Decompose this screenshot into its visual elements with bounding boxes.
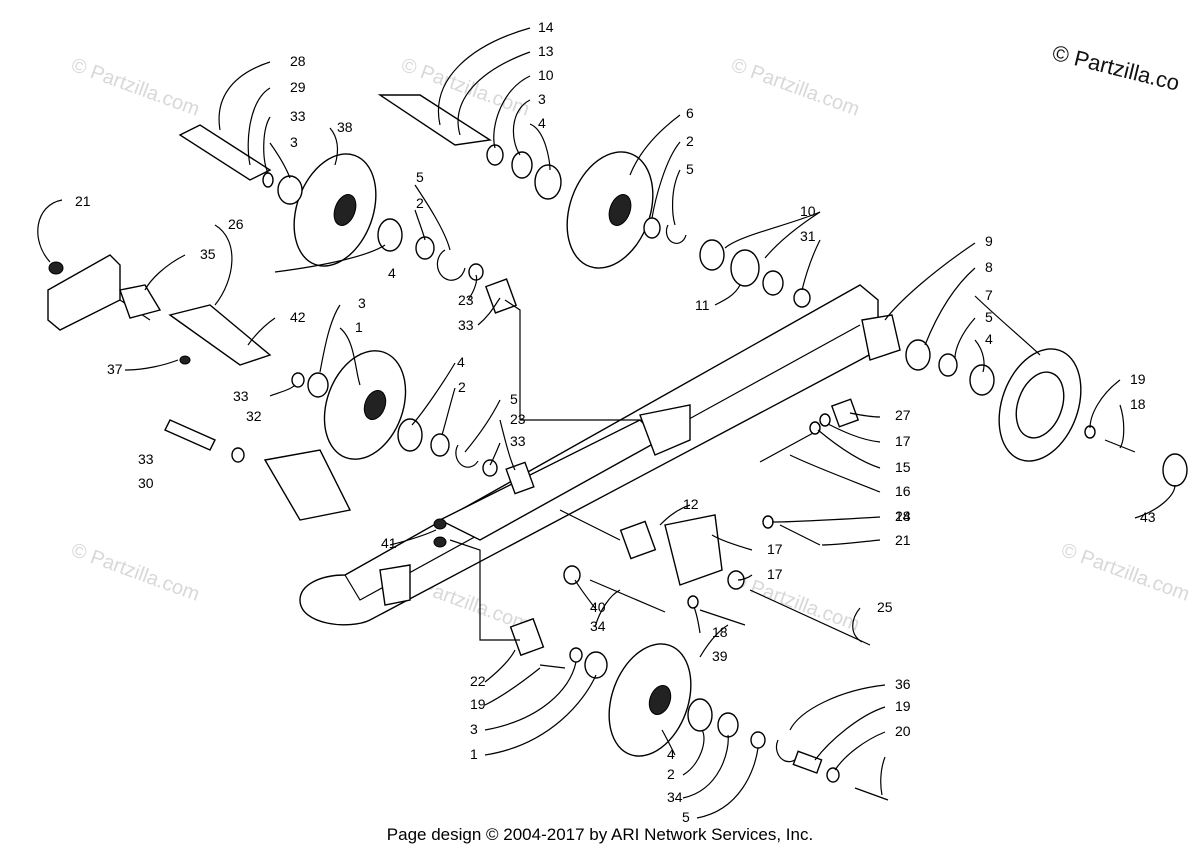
callout-14: 14 [538,19,554,35]
callout-3: 3 [290,134,298,150]
callout-34: 34 [590,618,606,634]
callout-30: 30 [138,475,154,491]
callout-17: 17 [767,541,783,557]
callout-21: 21 [75,193,91,209]
callout-4: 4 [538,115,546,131]
callout-10: 10 [800,203,816,219]
watermark-text: © Partzilla.com [1058,539,1192,606]
callout-8: 8 [985,259,993,275]
callout-4: 4 [667,746,675,762]
callout-10: 10 [538,67,554,83]
callout-29: 29 [290,79,306,95]
callout-2: 2 [686,133,694,149]
callout-11: 11 [695,297,710,313]
alignment-lines [449,299,640,641]
callout-22: 22 [470,673,486,689]
callout-16: 16 [895,483,911,499]
callout-5: 5 [416,169,424,185]
callout-19: 19 [1130,371,1146,387]
callout-23: 23 [510,411,526,427]
watermark-text: © Partzilla.com [68,54,202,121]
callout-18: 18 [712,624,728,640]
watermark-text: © Partzilla.com [728,569,862,636]
callout-33: 33 [458,317,474,333]
callout-4: 4 [457,354,465,370]
callout-33: 33 [233,388,249,404]
callout-36: 36 [895,676,911,692]
callout-33: 33 [138,451,154,467]
callout-18: 18 [1130,396,1146,412]
shafts [119,94,901,657]
callout-3: 3 [538,91,546,107]
callout-25: 25 [877,599,893,615]
callout-28: 28 [290,53,306,69]
callout-26: 26 [228,216,244,232]
callout-23: 23 [458,292,474,308]
callout-19: 19 [470,696,486,712]
callout-32: 32 [246,408,262,424]
callout-34: 34 [667,789,683,805]
callout-31: 31 [800,228,816,244]
callout-15: 15 [895,459,911,475]
callout-40: 40 [590,599,606,615]
callout-17: 17 [895,433,911,449]
callout-2: 2 [458,379,466,395]
callout-43: 43 [1140,509,1156,525]
callout-39: 39 [712,648,728,664]
small-parts [48,144,1096,783]
callout-5: 5 [510,391,518,407]
callout-41: 41 [381,535,397,551]
callout-1: 1 [470,746,478,762]
callout-27: 27 [895,407,911,423]
callout-19: 19 [895,698,911,714]
callout-3: 3 [358,295,366,311]
callout-24: 24 [895,508,911,524]
callout-35: 35 [200,246,216,262]
callout-33: 33 [290,108,306,124]
callout-9: 9 [985,233,993,249]
callout-18: 18 [895,508,911,524]
callout-5: 5 [686,161,694,177]
callout-13: 13 [538,43,554,59]
rail-frame [47,254,879,626]
bolts [539,431,1136,801]
page-footer: Page design © 2004-2017 by ARI Network S… [386,825,814,844]
callout-38: 38 [337,119,353,135]
callout-37: 37 [107,361,123,377]
callout-1: 1 [355,319,363,335]
callout-6: 6 [686,105,694,121]
callout-2: 2 [667,766,675,782]
callout-labels: 1413103462528293333852410311121263542373… [75,19,1156,825]
callout-12: 12 [683,496,699,512]
callout-33: 33 [510,433,526,449]
callout-20: 20 [895,723,911,739]
callout-42: 42 [290,309,306,325]
callout-4: 4 [985,331,993,347]
callout-21: 21 [895,532,911,548]
callout-17: 17 [767,566,783,582]
callout-5: 5 [985,309,993,325]
watermark-text: © Partzilla.com [68,539,202,606]
leader-lines [37,27,1176,819]
watermark-text: © Partzilla.com [728,54,862,121]
callout-2: 2 [416,195,424,211]
wheels [293,151,1188,757]
callout-4: 4 [388,265,396,281]
callout-5: 5 [682,809,690,825]
callout-7: 7 [985,287,993,303]
callout-3: 3 [470,721,478,737]
